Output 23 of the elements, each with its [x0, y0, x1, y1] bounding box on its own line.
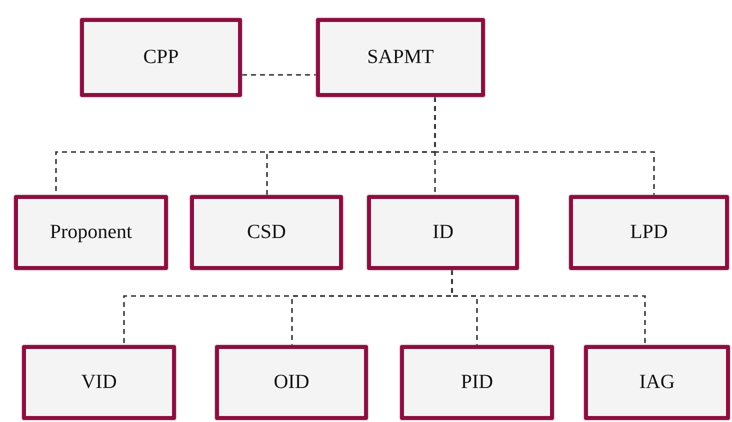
org-box [190, 195, 343, 270]
org-box [215, 345, 368, 420]
org-box [14, 195, 168, 270]
connector-line [242, 74, 316, 76]
org-box [22, 345, 176, 420]
org-box [569, 195, 729, 270]
org-box [584, 345, 730, 420]
box-label: OID [274, 371, 310, 394]
box-label: CPP [143, 46, 179, 69]
connector-line [434, 97, 655, 195]
box-label: SAPMT [367, 46, 434, 69]
box-label: LPD [630, 221, 668, 244]
box-label: VID [81, 371, 117, 394]
box-label: ID [432, 221, 454, 244]
box-label: CSD [247, 221, 286, 244]
org-box [367, 195, 519, 270]
box-label: Proponent [50, 221, 132, 244]
org-box [80, 18, 242, 97]
box-label: PID [460, 371, 494, 394]
connector-line [451, 270, 646, 345]
box-label: IAG [639, 371, 675, 394]
org-box [316, 18, 485, 97]
org-box [400, 345, 554, 420]
